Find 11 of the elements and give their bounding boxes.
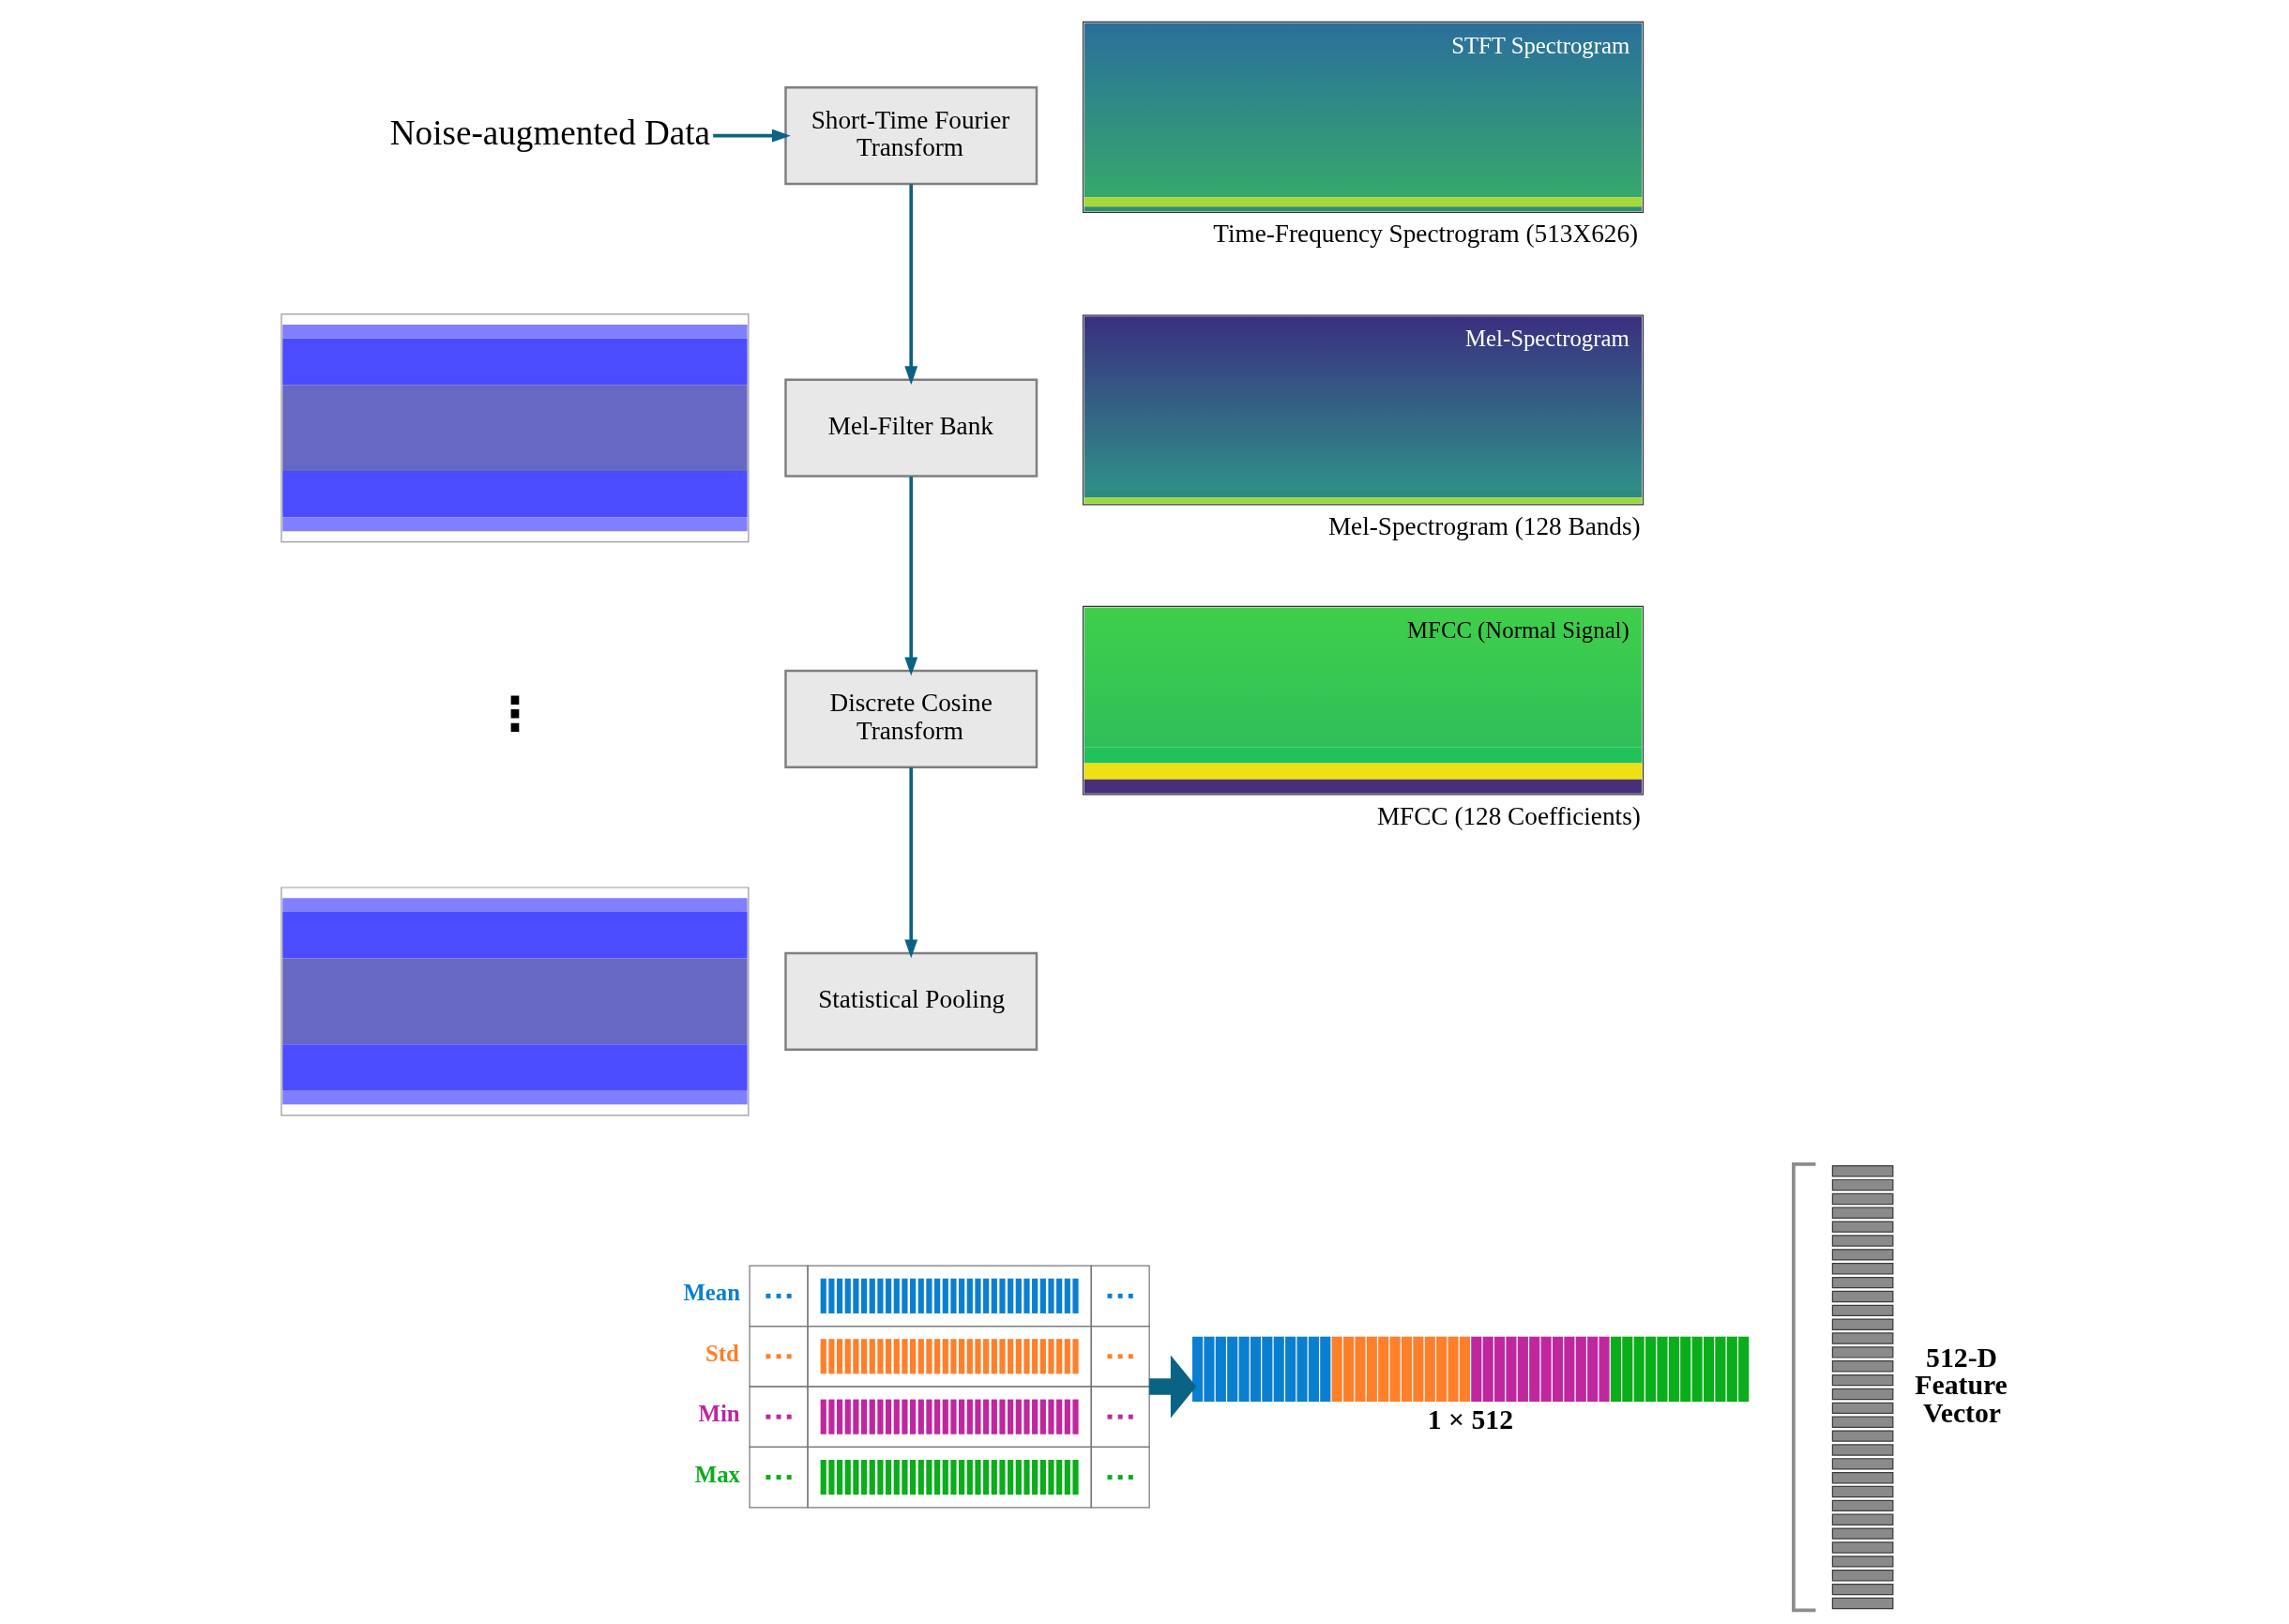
label: ⋮ [491, 686, 538, 741]
node-label: Mel-Spectrogram (128 Bands) [1327, 511, 1641, 540]
node-label: 1 × 512 [1427, 1404, 1513, 1434]
node-label: Max [694, 1461, 740, 1487]
node-text: Noise-augmented Data [389, 113, 710, 152]
node-label: MFCC (128 Coefficients) [1376, 801, 1641, 830]
node-label: Std [705, 1340, 739, 1366]
node-label: Mean [682, 1280, 740, 1306]
node-label: Min [698, 1401, 740, 1427]
node-label: Time-Frequency Spectrogram (513X626) [1212, 220, 1638, 249]
node-label: 512-D Feature Vector [1914, 1342, 2008, 1428]
